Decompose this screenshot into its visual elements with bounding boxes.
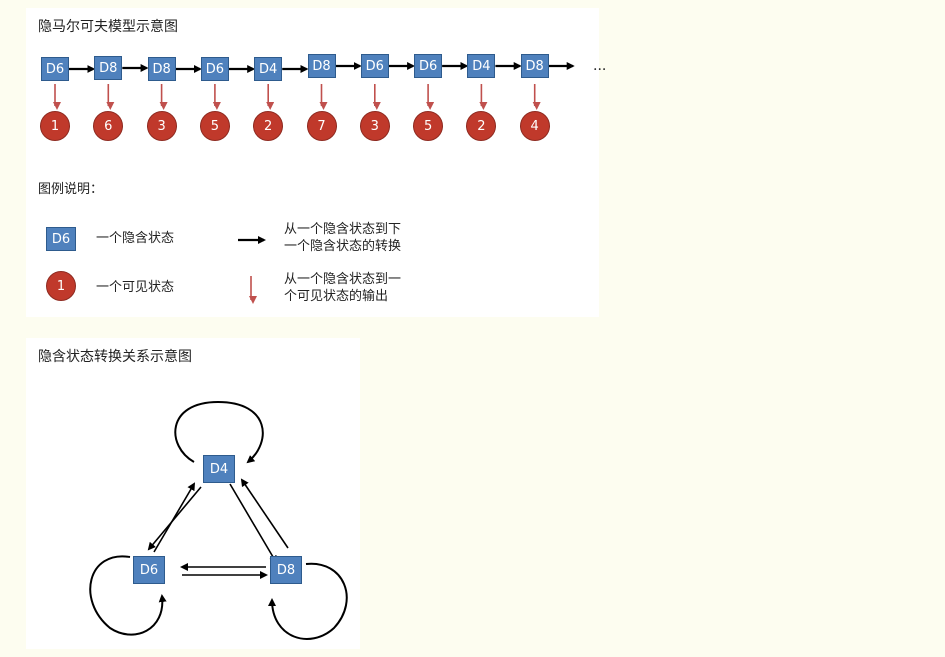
state-node-d8: D8 xyxy=(270,556,302,584)
hidden-state-node: D8 xyxy=(520,54,549,78)
legend-hidden-state-label: 一个隐含状态 xyxy=(96,231,175,246)
legend-visible-state-symbol: 1 xyxy=(46,271,76,301)
legend-transition-desc: 从一个隐含状态到下 一个隐含状态的转换 xyxy=(284,221,401,255)
legend-emission-desc: 从一个隐含状态到一 个可见状态的输出 xyxy=(284,271,401,305)
observation-node: 1 xyxy=(40,111,70,141)
observation-node: 4 xyxy=(519,111,550,141)
legend-visible-state-label: 一个可见状态 xyxy=(96,280,175,295)
hidden-state-node: D6 xyxy=(414,54,443,78)
self-loop-d8 xyxy=(268,562,348,640)
legend-transition-line1: 从一个隐含状态到下 xyxy=(284,222,402,237)
observation-node: 6 xyxy=(93,111,124,141)
hidden-state-node: D6 xyxy=(200,57,229,81)
observation-node: 2 xyxy=(253,111,284,141)
edge-d4-to-d6 xyxy=(147,486,202,551)
legend-title: 图例说明： xyxy=(38,182,104,197)
observation-node: 2 xyxy=(466,111,497,141)
observation-node: 3 xyxy=(146,111,177,141)
legend-emission-line1: 从一个隐含状态到一 xyxy=(284,272,402,287)
edge-d4-to-d8 xyxy=(229,483,278,564)
observation-node: 7 xyxy=(306,111,337,141)
hmm-arrows xyxy=(53,62,575,304)
hidden-state-node: D8 xyxy=(147,57,176,81)
chain-ellipsis: ... xyxy=(593,58,607,74)
hidden-state-node: D4 xyxy=(467,54,496,78)
observation-node: 3 xyxy=(359,111,390,141)
transition-arrows xyxy=(89,400,348,640)
hidden-state-node: D6 xyxy=(360,54,389,78)
transition-title: 隐含状态转换关系示意图 xyxy=(38,349,192,365)
hidden-state-node: D8 xyxy=(94,56,123,80)
hidden-state-node: D6 xyxy=(41,57,69,81)
observation-node: 5 xyxy=(199,111,230,141)
self-loop-d6 xyxy=(89,555,167,636)
hidden-state-node: D8 xyxy=(307,54,336,78)
self-loop-d4 xyxy=(174,400,264,464)
legend-transition-line2: 一个隐含状态的转换 xyxy=(284,239,402,254)
state-node-d4: D4 xyxy=(203,455,235,483)
state-node-d6: D6 xyxy=(133,556,165,584)
edge-d8-to-d4 xyxy=(240,478,289,549)
hidden-state-node: D4 xyxy=(254,57,283,81)
observation-node: 5 xyxy=(413,111,444,141)
transition-diagram-panel: 隐含状态转换关系示意图 D4 D6 D8 xyxy=(26,338,360,649)
hmm-title: 隐马尔可夫模型示意图 xyxy=(38,19,178,35)
legend-hidden-state-symbol: D6 xyxy=(46,227,76,251)
legend-emission-line2: 个可见状态的输出 xyxy=(284,289,389,304)
